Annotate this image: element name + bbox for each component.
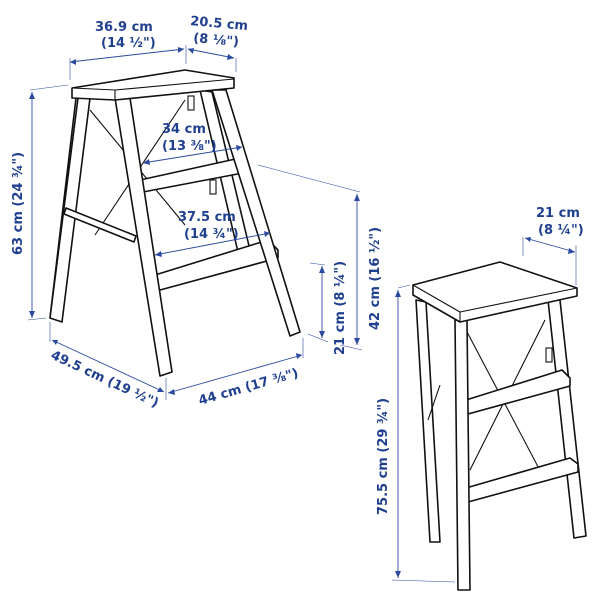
lower-step-width-metric: 37.5 cm [178, 210, 236, 225]
upper-step-width-imperial: (13 ⅜") [162, 139, 217, 154]
lower-step-height-label: 21 cm (8 ¼") [333, 261, 348, 355]
seat-depth-imperial: (8 ⅛") [193, 31, 240, 50]
folded-lower-step [465, 457, 579, 503]
folded-upper-step [465, 369, 571, 415]
folded-depth-imperial: (8 ¼") [538, 223, 584, 238]
base-depth-label: 44 cm (17 ⅜") [197, 366, 300, 409]
seat-width-imperial: (14 ½") [101, 36, 156, 51]
step-stool-open [49, 69, 301, 377]
folded-right-leg [547, 299, 587, 539]
dimension-lines [27, 45, 577, 583]
seat-depth-metric: 20.5 cm [190, 14, 249, 34]
lower-step-width-imperial: (14 ¾") [184, 227, 239, 242]
folded-front-leg [454, 319, 471, 591]
folded-depth-metric: 21 cm [536, 206, 580, 221]
folded-seat [412, 261, 578, 323]
base-width-label: 49.5 cm (19 ½") [48, 348, 160, 411]
seat-width-metric: 36.9 cm [95, 20, 153, 35]
lower-step [154, 239, 279, 291]
folded-back-leg [415, 299, 441, 543]
step-stool-folded [412, 261, 587, 591]
upper-step-height-label: 42 cm (16 ½") [368, 227, 383, 330]
folded-height-label: 75.5 cm (29 ¾") [376, 398, 391, 515]
seat [71, 69, 235, 101]
height-label: 63 cm (24 ¾") [11, 152, 26, 255]
cross-bar [63, 207, 137, 243]
upper-step-width-metric: 34 cm [162, 122, 206, 137]
